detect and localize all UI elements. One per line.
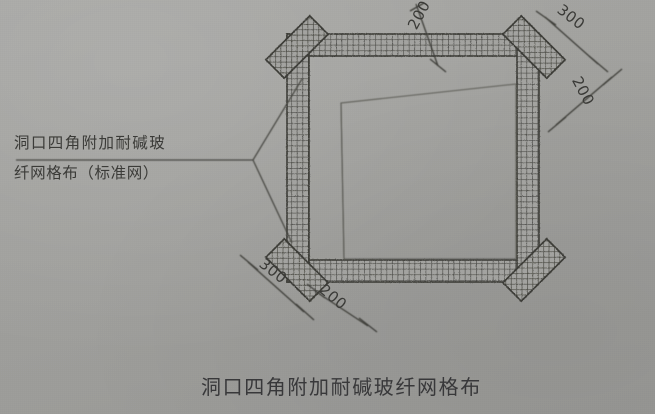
dim-top-right-300 <box>535 10 609 73</box>
leader-to-top-left-patch <box>252 78 303 161</box>
dim-right-200 <box>547 68 623 133</box>
figure-caption: 洞口四角附加耐碱玻纤网格布 <box>201 375 482 399</box>
corner-patch-bottom-left <box>264 237 330 303</box>
annotation-line-2: 纤网格布（标准网） <box>14 164 159 182</box>
corner-patch-top-right <box>501 14 567 80</box>
annotation-label: 洞口四角附加耐碱玻 纤网格布（标准网） <box>14 128 166 188</box>
mesh-frame-band <box>286 33 540 283</box>
opening-outline <box>340 83 517 260</box>
dim-bottom-left-300 <box>239 254 315 321</box>
opening-inner-quad <box>340 83 517 260</box>
annotation-line-1: 洞口四角附加耐碱玻 <box>14 134 167 152</box>
corner-patches <box>264 14 567 303</box>
leader-lines <box>16 78 303 244</box>
corner-patch-top-left <box>264 14 330 80</box>
opening-left-edge <box>340 102 345 260</box>
corner-patch-bottom-right <box>501 237 567 303</box>
dimension-lines <box>239 2 623 333</box>
band-right <box>516 33 540 283</box>
leader-to-bottom-left-patch <box>252 159 293 244</box>
dim-bottom-200 <box>306 283 378 333</box>
dim-top-200 <box>409 2 447 73</box>
